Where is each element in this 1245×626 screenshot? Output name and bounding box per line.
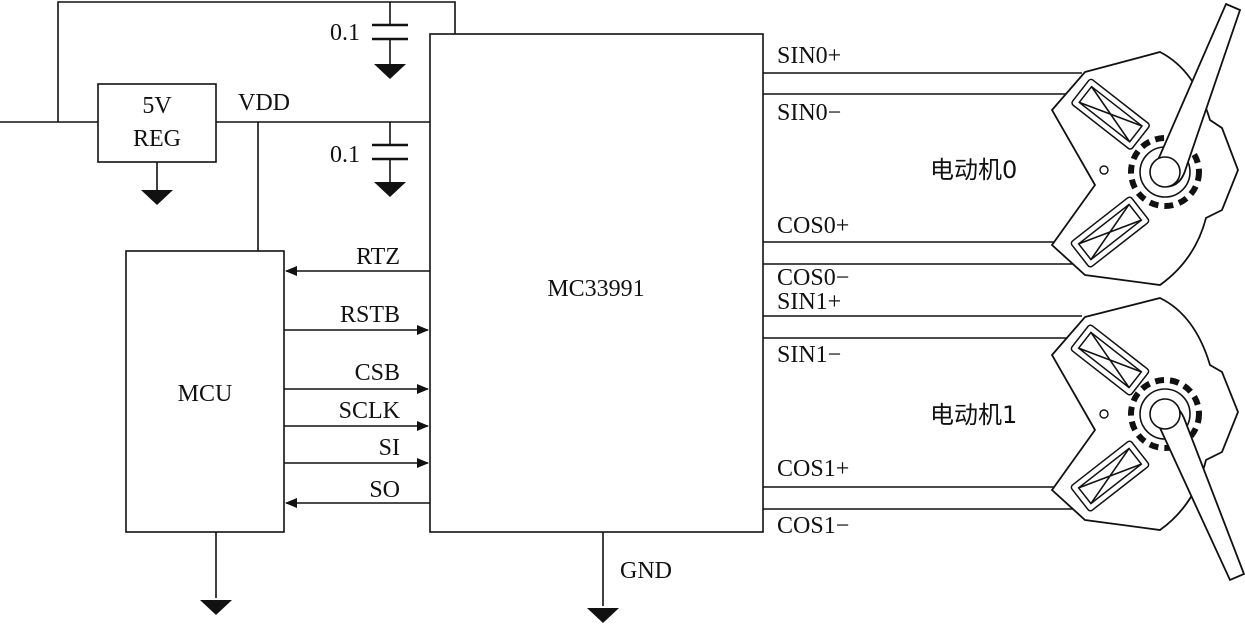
ground-symbol-ic	[587, 608, 619, 623]
diagram-label: 5V	[142, 93, 172, 119]
signal-label: SIN1+	[777, 289, 841, 315]
mcu-ic-bus: RTZ RSTB CSB SCLK SI SO	[284, 244, 430, 508]
diagram-label: 0.1	[330, 20, 360, 46]
signal-label: RTZ	[356, 244, 400, 270]
ground-symbol-mcu	[200, 600, 232, 615]
power-wiring	[0, 1, 604, 606]
ground-symbol-cap-bottom	[374, 182, 406, 197]
signal-label: SO	[369, 477, 400, 503]
ic-block: MC33991	[429, 33, 764, 533]
motor-1-label: 电动机1	[930, 401, 1017, 429]
signal-label: RSTB	[340, 302, 400, 328]
signal-label: SI	[379, 435, 400, 461]
diagram-label: REG	[133, 126, 181, 152]
motor-bus: SIN0+ SIN0− COS0+ COS0− SIN1+ SIN1− COS1…	[763, 43, 1082, 539]
signal-label: COS0+	[777, 213, 849, 239]
regulator-block: 5V REG	[97, 83, 217, 163]
signal-label: SIN0−	[777, 100, 841, 126]
gnd-label: GND	[620, 558, 672, 584]
motor-0-label: 电动机0	[930, 156, 1017, 184]
signal-label: CSB	[355, 360, 400, 386]
vdd-label: VDD	[238, 90, 290, 116]
signal-label: SIN1−	[777, 342, 841, 368]
signal-label: COS0−	[777, 265, 849, 291]
signal-label: SIN0+	[777, 43, 841, 69]
diagram-label: MCU	[178, 381, 233, 407]
mcu-block: MCU	[125, 250, 285, 533]
signal-label: COS1−	[777, 513, 849, 539]
capacitor-top: 0.1	[330, 20, 408, 46]
signal-label: SCLK	[339, 398, 401, 424]
diagram-label: MC33991	[547, 276, 644, 302]
motor-1-drawing	[1050, 297, 1245, 582]
ground-symbol-regulator	[141, 190, 173, 205]
motor-0-drawing	[1050, 2, 1242, 286]
capacitor-bottom: 0.1	[330, 142, 408, 168]
signal-label: COS1+	[777, 456, 849, 482]
diagram-label: 0.1	[330, 142, 360, 168]
ground-symbol-cap-top	[374, 64, 406, 79]
